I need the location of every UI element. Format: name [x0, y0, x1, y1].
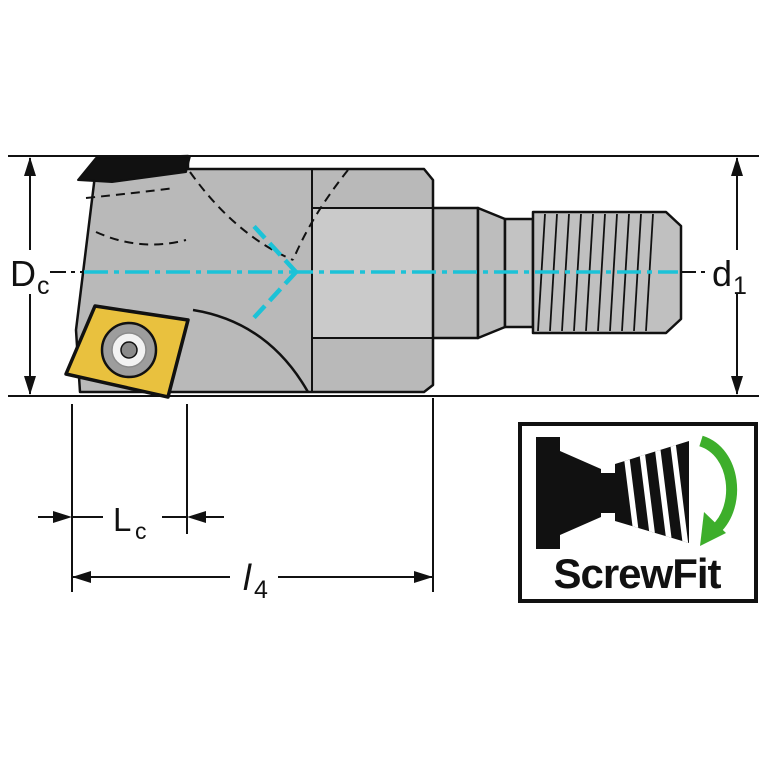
- extension-lines: [8, 155, 759, 397]
- lc-label-sub: c: [135, 518, 147, 544]
- insert-screw-icon: [100, 321, 158, 379]
- coupling-flange: [536, 437, 560, 549]
- hidden-pocket-line-lower: [95, 231, 187, 246]
- screwfit-label: ScrewFit: [553, 550, 721, 597]
- d1-label-sub: 1: [733, 272, 747, 300]
- dimension-l4: l 4: [72, 557, 433, 604]
- bottom-extension-lines: [71, 398, 434, 592]
- dimension-d1: d 1: [712, 157, 747, 395]
- dc-label: D: [10, 253, 36, 294]
- lc-arrow-right-icon: [187, 511, 206, 523]
- coolant-centerline: [84, 221, 678, 323]
- coolant-branch-upper: [249, 221, 298, 274]
- d1-label: d: [712, 253, 732, 294]
- rotation-arrow-curve: [698, 435, 738, 534]
- dimension-lc: L c: [38, 501, 224, 544]
- d1-arrow-up-icon: [731, 157, 743, 176]
- dc-arrow-down-icon: [24, 376, 36, 395]
- l4-arrow-right-icon: [414, 571, 433, 583]
- dc-arrow-up-icon: [24, 157, 36, 176]
- tool-drawing: [50, 154, 706, 399]
- collar-lines: [311, 170, 433, 391]
- screwfit-coupling-icon: [536, 437, 689, 549]
- coupling-neck: [601, 473, 615, 513]
- lc-label: L: [113, 501, 131, 538]
- rotation-arrow-icon: [698, 435, 738, 546]
- screw-center: [120, 341, 138, 359]
- l4-label-sub: 4: [254, 576, 268, 604]
- top-insert-edge: [77, 155, 191, 183]
- rotation-arrow-head: [700, 512, 726, 546]
- dc-label-sub: c: [37, 272, 50, 300]
- lc-arrow-left-icon: [53, 511, 72, 523]
- dimension-dc: D c: [10, 157, 50, 395]
- l4-label: l: [243, 557, 252, 598]
- hidden-pocket-line-upper: [85, 187, 176, 199]
- screwfit-badge: ScrewFit: [518, 422, 758, 603]
- coupling-cone: [560, 451, 601, 535]
- flute-curve: [192, 308, 310, 393]
- hidden-flute-line-right: [292, 169, 349, 261]
- coolant-branch-lower: [249, 270, 298, 323]
- d1-arrow-down-icon: [731, 376, 743, 395]
